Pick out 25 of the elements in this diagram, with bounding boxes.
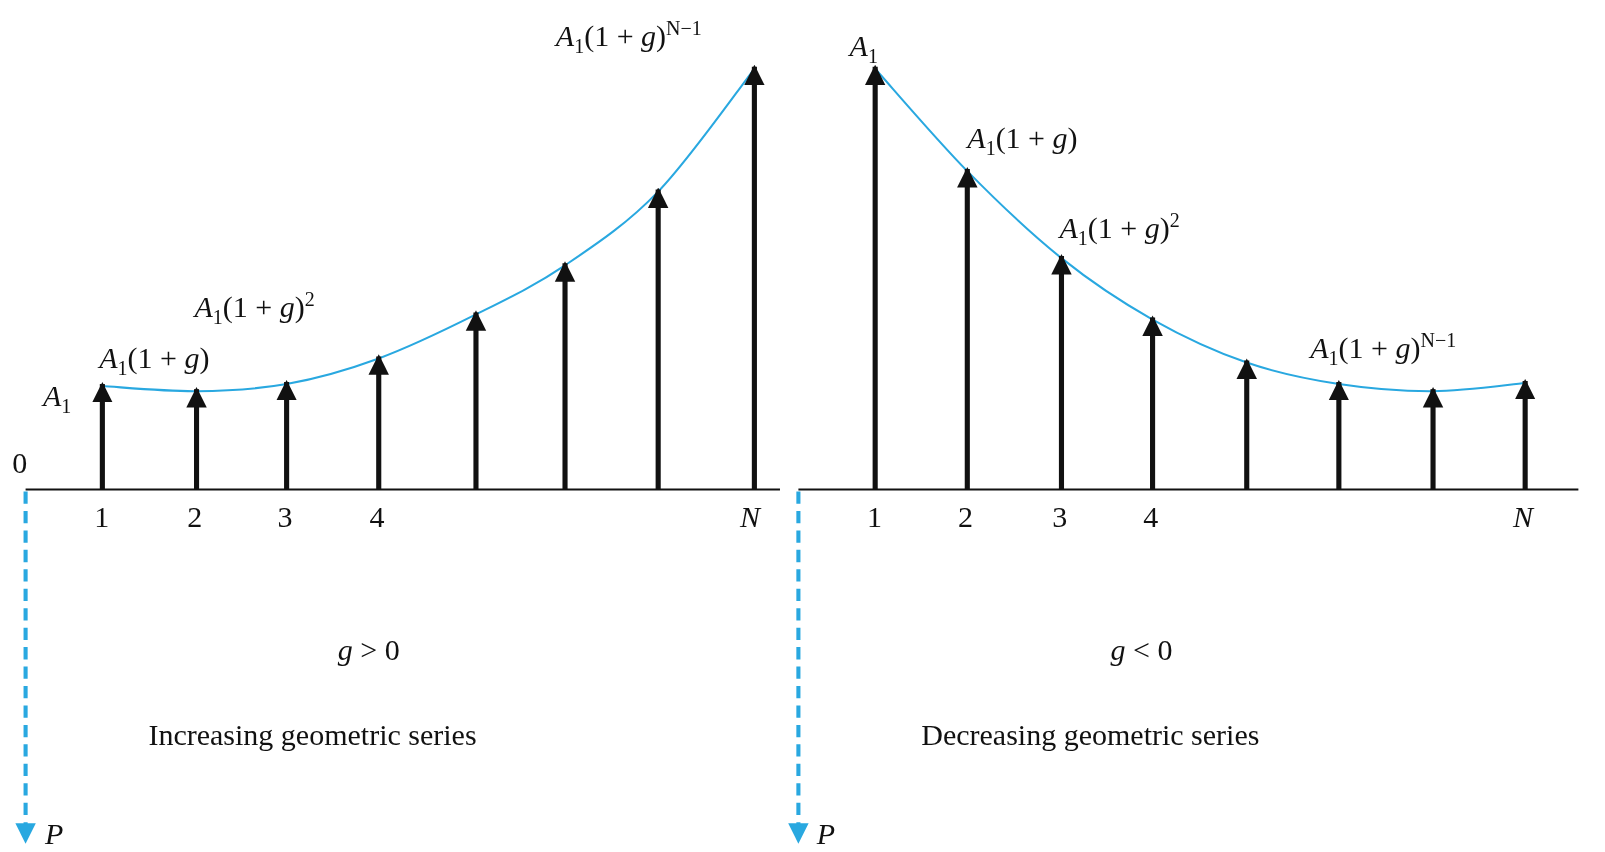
period-number: 1 — [94, 501, 110, 532]
cash-flow-label: A$_{1}$(1 + g)$^{2}$ — [194, 288, 315, 327]
cash-flow-label: A$_{1}$ — [43, 380, 72, 416]
series-caption: Increasing geometric series — [148, 719, 477, 750]
period-number: N — [740, 501, 761, 532]
period-number: 3 — [1052, 501, 1068, 532]
present-value-label: P — [816, 818, 836, 849]
period-number: 4 — [1143, 501, 1159, 532]
period-number: 4 — [369, 501, 385, 532]
cash-flow-label: A$_{1}$(1 + g) — [967, 122, 1078, 158]
cash-flow-label: A$_{1}$ — [849, 30, 878, 66]
period-number: 2 — [187, 501, 203, 532]
period-number: 3 — [277, 501, 293, 532]
cash-flow-label: A$_{1}$(1 + g)$^{N−1}$ — [555, 18, 702, 57]
cash-flow-label: A$_{1}$(1 + g) — [99, 342, 210, 378]
growth-condition: g < 0 — [1110, 634, 1173, 665]
period-number: 1 — [867, 501, 882, 532]
cash-flow-label: A$_{1}$(1 + g)$^{2}$ — [1059, 209, 1180, 248]
origin-label: 0 — [12, 448, 28, 479]
period-number: N — [1512, 501, 1533, 532]
series-caption: Decreasing geometric series — [921, 719, 1260, 750]
growth-condition: g > 0 — [337, 634, 400, 665]
present-value-label: P — [45, 818, 64, 849]
period-number: 2 — [958, 501, 974, 532]
cash-flow-label: A$_{1}$(1 + g)$^{N−1}$ — [1310, 329, 1457, 368]
